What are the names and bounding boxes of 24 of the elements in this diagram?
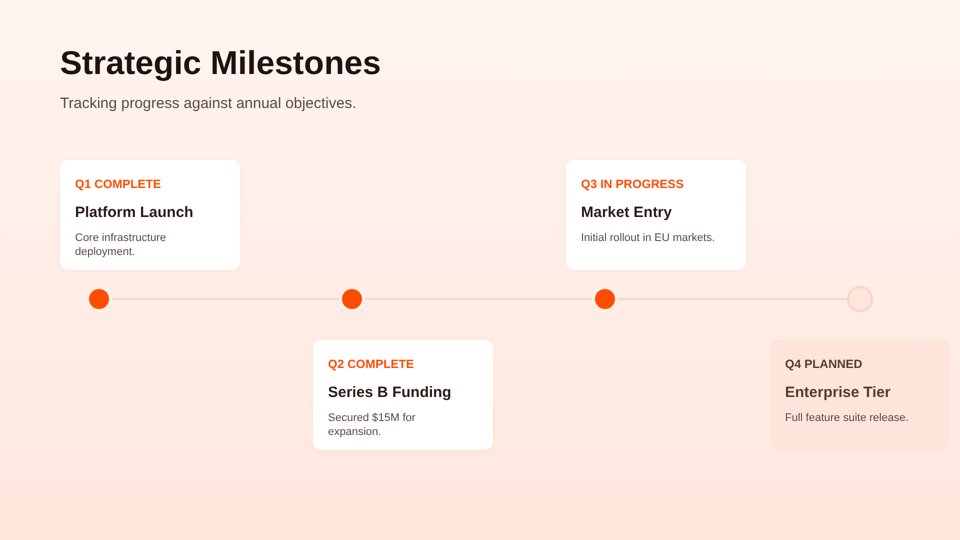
card-title: Series B Funding xyxy=(328,384,452,402)
card-title: Enterprise Tier xyxy=(785,384,891,402)
timeline-dot xyxy=(847,286,873,312)
timeline-dot xyxy=(339,286,365,312)
status-label: Q2 COMPLETE xyxy=(328,357,414,371)
page-title: Strategic Milestones xyxy=(60,45,381,82)
milestone-card xyxy=(313,340,493,450)
card-description: Full feature suite release. xyxy=(785,411,910,425)
milestone-card xyxy=(60,160,240,270)
card-title: Platform Launch xyxy=(75,204,194,222)
subtitle: Tracking progress against annual objectives. xyxy=(60,95,356,113)
status-label: Q3 IN PROGRESS xyxy=(581,177,684,191)
status-label: Q1 COMPLETE xyxy=(75,177,162,191)
status-label: Q4 PLANNED xyxy=(785,357,862,371)
timeline-dot xyxy=(86,286,112,312)
card-description: Core infrastructure deployment. xyxy=(75,231,168,259)
card-title: Market Entry xyxy=(581,204,672,222)
timeline-dot xyxy=(592,286,618,312)
card-description: Initial rollout in EU markets. xyxy=(581,231,716,245)
milestone-card xyxy=(566,160,746,270)
card-description: Secured $15M for expansion. xyxy=(328,411,416,439)
timeline-line xyxy=(365,298,592,300)
timeline-line xyxy=(112,298,339,300)
timeline-line xyxy=(618,298,847,300)
